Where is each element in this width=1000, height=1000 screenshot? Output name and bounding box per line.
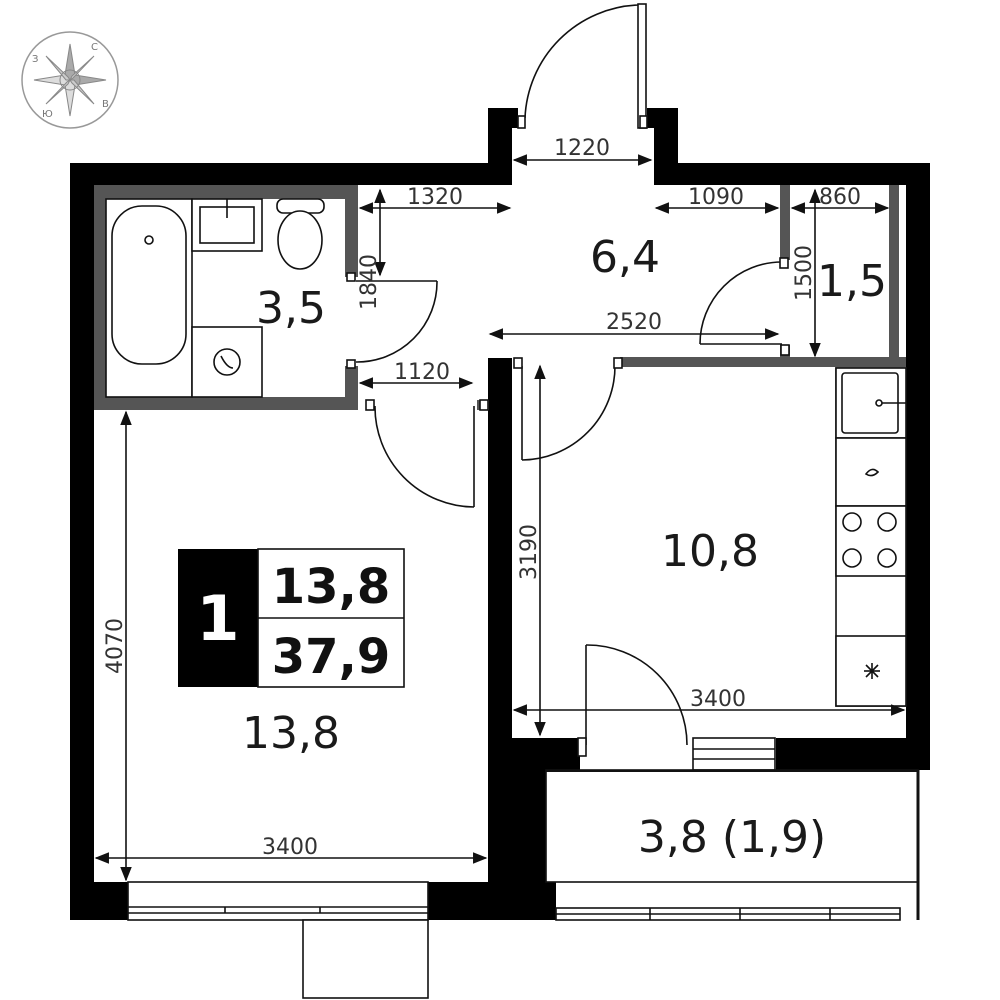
compass-south-label: Ю bbox=[42, 109, 53, 120]
dimension-lines bbox=[94, 154, 906, 882]
toilet-icon bbox=[276, 198, 325, 270]
window-sill bbox=[302, 919, 429, 999]
living-area-value: 13,8 bbox=[272, 559, 390, 615]
rooms-count: 1 bbox=[196, 582, 239, 655]
stove-icon bbox=[835, 505, 907, 577]
washing-machine-icon bbox=[191, 326, 263, 398]
dim-hall-left: 1320 bbox=[407, 185, 463, 210]
dim-hall-right: 1090 bbox=[688, 185, 744, 210]
kitchen-door bbox=[513, 357, 623, 461]
compass-west-label: З bbox=[32, 54, 38, 65]
exterior-walls bbox=[70, 108, 930, 920]
bathroom-fixtures bbox=[105, 198, 325, 398]
bathroom-door bbox=[346, 272, 438, 369]
balcony bbox=[545, 769, 920, 921]
partitions bbox=[94, 185, 906, 410]
living-room-window bbox=[127, 881, 429, 999]
compass-ring bbox=[21, 31, 119, 129]
rooms-count-box bbox=[178, 549, 258, 687]
kitchen-sink-icon bbox=[835, 367, 907, 439]
kitchen-fixtures bbox=[835, 367, 907, 707]
entrance-door bbox=[517, 3, 648, 129]
balcony-door bbox=[577, 644, 776, 771]
dim-living-width: 3400 bbox=[262, 835, 318, 860]
dim-entrance-door: 1220 bbox=[554, 136, 610, 161]
compass-rose-icon bbox=[33, 43, 107, 117]
living-room-door bbox=[365, 399, 489, 508]
compass-north-label: С bbox=[91, 42, 98, 53]
dim-kitchen-width: 3400 bbox=[690, 687, 746, 712]
oven-icon bbox=[835, 437, 907, 507]
dim-hall-width: 2520 bbox=[606, 310, 662, 335]
dim-storage-height: 1500 bbox=[792, 245, 817, 301]
compass-east-label: В bbox=[102, 99, 109, 110]
dim-bath-height: 1840 bbox=[357, 254, 382, 310]
room-living-area: 13,8 bbox=[242, 708, 340, 759]
summary-badge: 1 13,8 37,9 bbox=[178, 548, 405, 688]
room-kitchen-area: 10,8 bbox=[661, 526, 759, 577]
fridge-icon bbox=[835, 635, 907, 707]
room-storage-area: 1,5 bbox=[817, 256, 887, 307]
room-bathroom-area: 3,5 bbox=[256, 283, 326, 334]
total-area-value: 37,9 bbox=[272, 629, 390, 685]
room-balcony-area: 3,8 (1,9) bbox=[638, 812, 826, 863]
compass: С В Ю З bbox=[21, 31, 119, 129]
entrance-door-leaf bbox=[637, 3, 647, 129]
dim-storage-width: 860 bbox=[819, 185, 861, 210]
room-hall-area: 6,4 bbox=[590, 232, 660, 283]
dim-living-height: 4070 bbox=[103, 618, 128, 674]
dim-kitchen-height: 3190 bbox=[517, 524, 542, 580]
dim-living-door: 1120 bbox=[394, 360, 450, 385]
storage-door bbox=[699, 257, 790, 356]
bathtub-icon bbox=[105, 198, 193, 398]
